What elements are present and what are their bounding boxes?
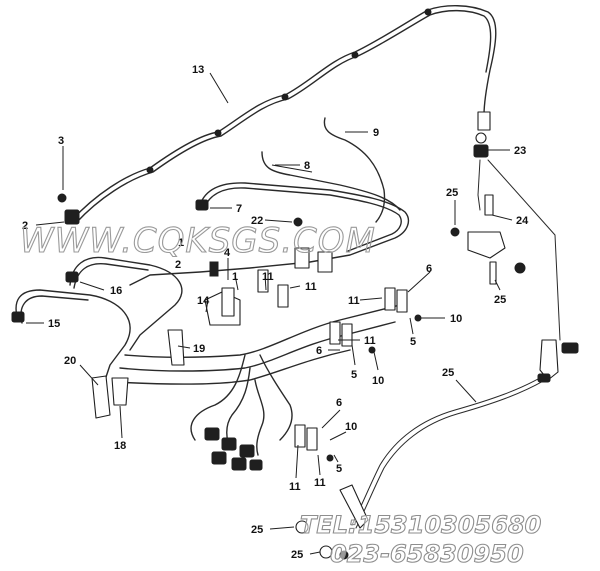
callout-6-right: 6 [426,263,432,275]
clamp-set-upper [257,247,333,308]
clamp-set-middle [329,321,376,354]
watermark-phone-2: 023-65830950 [330,540,524,568]
nut-15 [11,311,25,323]
injector-nozzles [204,427,263,471]
callout-5-right: 5 [410,336,416,348]
callout-13: 13 [192,64,204,76]
callout-18: 18 [114,440,126,452]
callout-1-far-left: 1 [178,237,184,249]
callout-5-middle: 5 [351,369,357,381]
nut-16 [65,271,79,283]
callout-15: 15 [48,318,60,330]
callout-11-top: 11 [262,271,274,283]
callout-22: 23 [514,145,526,157]
callout-25-top: 25 [446,187,458,199]
clamp-set-right [384,287,422,322]
leader-lines [26,72,513,555]
fitting-23 [484,194,494,216]
clip-2 [64,209,80,225]
callout-21: 22 [251,215,263,227]
callout-11-lower-right: 11 [314,477,326,489]
bracket-23 [467,231,506,259]
pipe-stub-25 [489,261,497,285]
callout-2: 2 [22,220,28,232]
callout-10-middle: 10 [372,375,384,387]
callout-4: 4 [224,247,231,259]
hardware-parts [11,8,579,560]
callout-11-right: 11 [348,295,360,307]
bolt-3 [57,193,67,203]
drain-bracket [539,339,559,381]
callout-11-upper: 11 [305,281,317,293]
bracket-20 [91,375,111,419]
callout-14: 14 [197,295,210,307]
callout-11-lower-left: 11 [289,481,301,493]
callout-1-left: 1 [232,271,238,283]
callout-16: 16 [110,285,122,297]
callout-25-right: 25 [494,294,506,306]
callout-20: 20 [64,355,76,367]
watermark-site: WWW.CQKSGS.COM [20,221,376,261]
callout-6-lower: 6 [336,397,342,409]
callout-2-lower: 2 [175,259,181,271]
callout-labels: 13 3 2 9 8 7 22 4 1 11 11 11 6 10 5 11 6… [22,64,529,561]
bracket-18 [111,377,129,406]
callout-19: 19 [193,343,205,355]
callout-24: 25 [442,367,454,379]
lower-bracket [339,484,369,529]
callout-7: 7 [236,203,242,215]
bracket-19 [167,329,185,366]
callout-3: 3 [58,135,64,147]
banjo-fitting-22 [473,111,491,158]
bolt-2-lower [209,261,219,277]
callout-23: 24 [516,215,529,227]
watermark-phone: TEL:15310305680 [300,511,541,539]
bolt-25-upper [450,227,460,237]
callout-25-lower-washer: 25 [291,549,303,561]
callout-6-middle: 6 [316,345,322,357]
callout-8: 8 [304,160,310,172]
bolt-25-right [514,262,526,274]
callout-11-middle: 11 [364,335,376,347]
callout-5-lower: 5 [336,463,342,475]
bolt-21 [293,217,303,227]
callout-10-lower: 10 [345,421,357,433]
washer-25-upper [295,520,309,534]
nut-7 [195,199,209,211]
fuel-pipes [15,5,561,529]
callout-9: 9 [373,127,379,139]
callout-25-upper-washer: 25 [251,524,263,536]
clamp-set-lower [294,424,334,462]
callout-10-right: 10 [450,313,462,325]
